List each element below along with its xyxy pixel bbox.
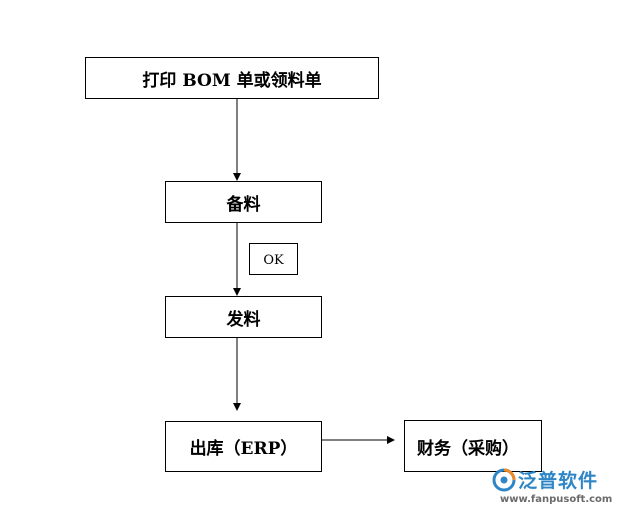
node-ok-annotation: OK (249, 243, 298, 275)
node-prepare-material: 备料 (165, 181, 322, 223)
node-finance-purchasing: 财务（采购） (404, 420, 542, 472)
node-issue-material: 发料 (165, 296, 322, 338)
watermark-url: www.fanpusoft.com (500, 494, 613, 505)
node-finance-label: 财务（采购） (417, 438, 519, 459)
watermark-logo: 泛普软件 www.fanpusoft.com (492, 466, 617, 510)
node-prepare-label: 备料 (226, 194, 261, 215)
node-print-bom-or-picking-list: 打印 BOM 单或领料单 (85, 57, 379, 99)
node-print-label: 打印 BOM 单或领料单 (142, 70, 322, 91)
node-outbound-erp: 出库（ERP） (165, 421, 322, 472)
node-issue-label: 发料 (226, 309, 261, 330)
watermark-brand-name: 泛普软件 (518, 470, 599, 492)
fanpu-logo-icon (492, 468, 516, 492)
node-ok-label: OK (263, 252, 284, 268)
node-outbound-label: 出库（ERP） (189, 439, 298, 459)
